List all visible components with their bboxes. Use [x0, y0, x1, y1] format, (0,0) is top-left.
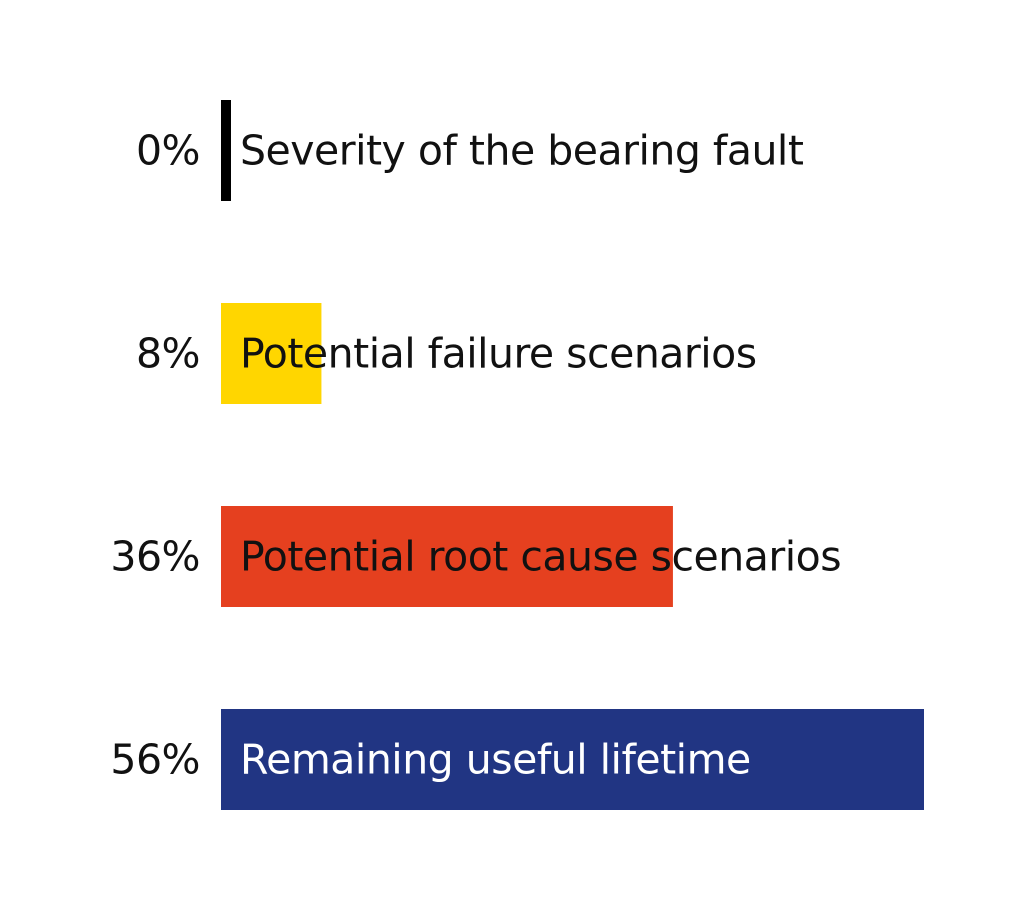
bar-1	[221, 100, 231, 201]
category-label-2: Potential failure scenarios	[240, 330, 757, 378]
value-label-2: 8%	[136, 330, 200, 378]
category-label-4: Remaining useful lifetime	[240, 736, 751, 784]
bar-3	[221, 506, 673, 607]
bar-2	[221, 303, 322, 404]
value-label-3: 36%	[110, 533, 200, 581]
bar-4	[221, 709, 924, 810]
value-label-4: 56%	[110, 736, 200, 784]
value-label-1: 0%	[136, 127, 200, 175]
category-label-3: Potential root cause scenarios	[240, 533, 841, 581]
category-label-1: Severity of the bearing fault	[240, 127, 804, 175]
